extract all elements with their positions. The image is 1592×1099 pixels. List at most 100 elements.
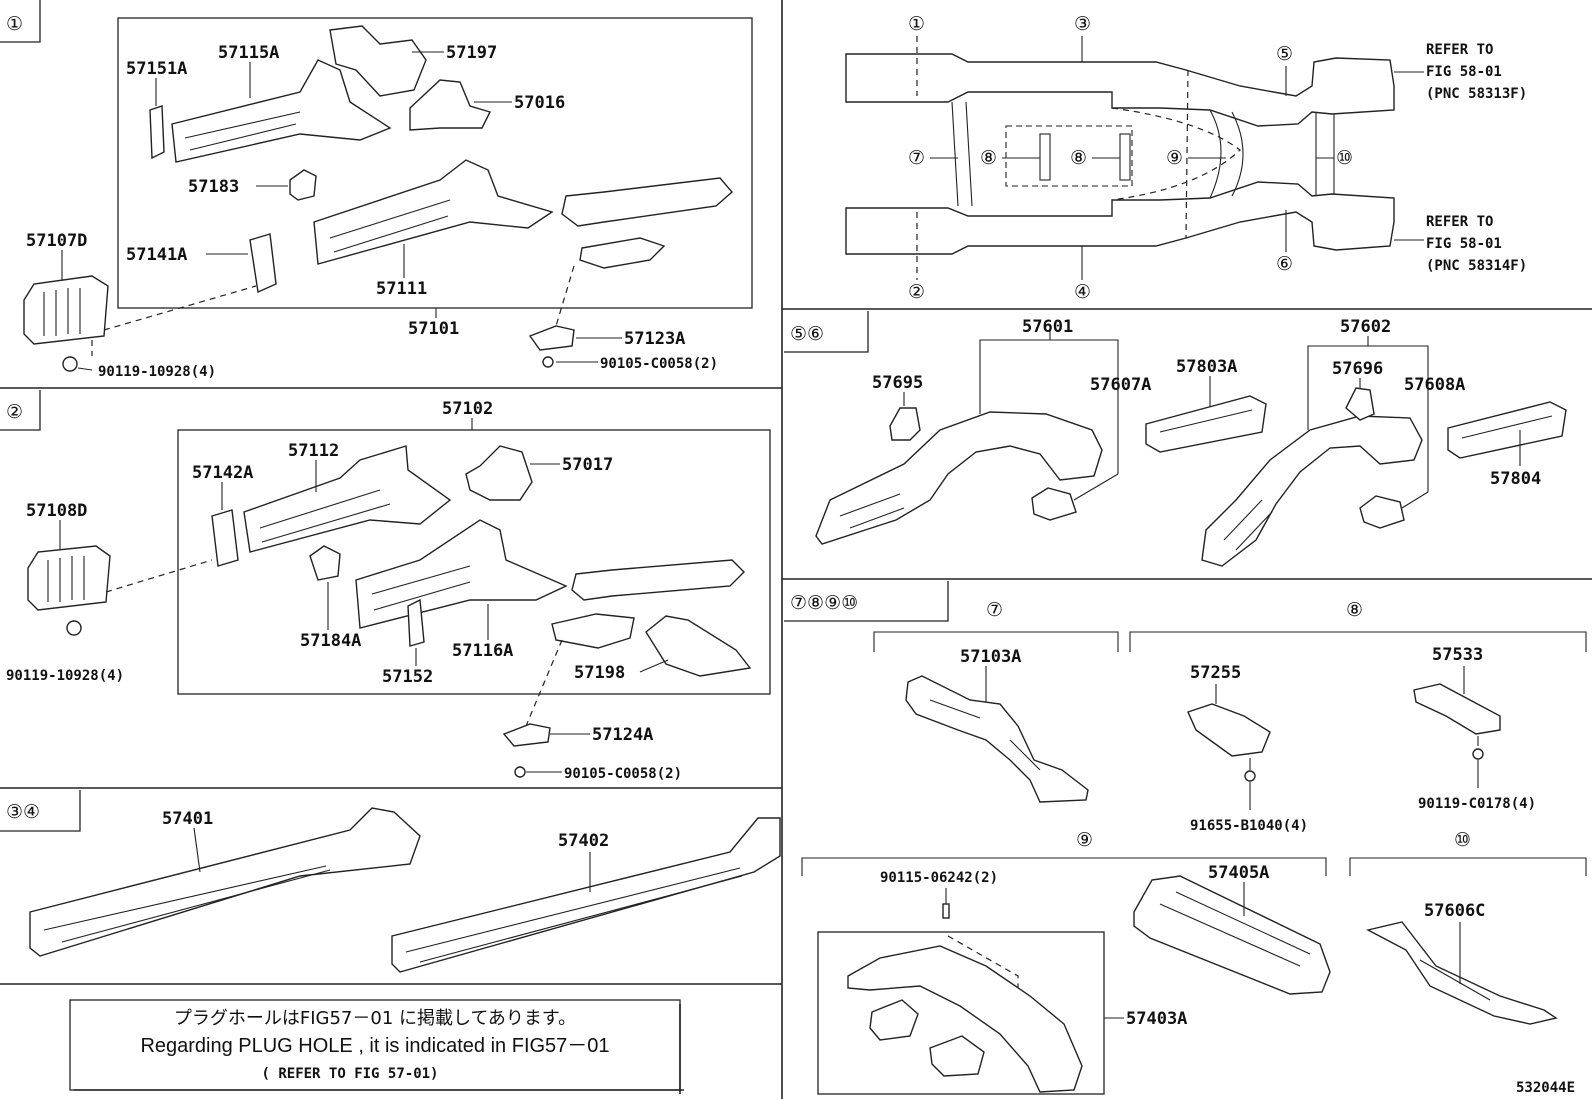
label-57141A: 57141A (126, 245, 187, 265)
svg-text:FIG 58-01: FIG 58-01 (1426, 236, 1502, 252)
group-frame-57403A (817, 931, 1105, 1095)
label-57152: 57152 (382, 667, 433, 687)
section-tag-34: ③④ (0, 790, 81, 832)
label-57111: 57111 (376, 279, 427, 299)
part-57111-shape (313, 159, 554, 265)
part-57112-shape (243, 445, 452, 553)
part-57016-shape (409, 79, 491, 131)
part-57403A-bracket-right (929, 1035, 985, 1077)
svg-text:FIG 58-01: FIG 58-01 (1426, 64, 1502, 80)
label-57151A: 57151A (126, 59, 187, 79)
svg-text:⑤⑥: ⑤⑥ (790, 323, 824, 345)
svg-text:③④: ③④ (6, 801, 40, 823)
part-57804-shape (1447, 401, 1567, 459)
part-57602-shape (1201, 415, 1423, 567)
part-57141A-shape (249, 233, 277, 294)
part-57123A-shape (528, 325, 575, 351)
notice-jp: プラグホールはFIG57－01 に掲載してあります。 (174, 1008, 576, 1029)
label-90105-C0058: 90105-C0058(2) (600, 356, 718, 372)
part-57184A-shape (309, 545, 341, 581)
notice-en: Regarding PLUG HOLE , it is indicated in… (140, 1035, 609, 1057)
label-57107D: 57107D (26, 231, 87, 251)
part-57124A-shape (502, 723, 551, 747)
label-57016: 57016 (514, 93, 565, 113)
svg-text:⑨: ⑨ (1166, 147, 1183, 169)
part-57107D-shape (23, 275, 109, 345)
part-front-plate-shape (579, 237, 666, 269)
svg-text:⑩: ⑩ (1336, 147, 1353, 169)
bolt-90119-icon (62, 356, 78, 372)
svg-text:⑧: ⑧ (1070, 147, 1087, 169)
svg-text:③: ③ (1074, 13, 1091, 35)
part-57606C-shape (1366, 921, 1558, 1025)
label-57255: 57255 (1190, 663, 1241, 683)
section-tag-78910: ⑦⑧⑨⑩ (784, 581, 949, 622)
label-90115-06242: 90115-06242(2) (880, 870, 998, 886)
section-tag-1: ① (0, 0, 41, 43)
svg-text:⑧: ⑧ (980, 147, 997, 169)
label-57017: 57017 (562, 455, 613, 475)
label-57103A: 57103A (960, 647, 1021, 667)
section-tag-2: ② (0, 390, 41, 431)
svg-text:⑥: ⑥ (1276, 253, 1293, 275)
svg-text:②: ② (908, 281, 925, 303)
part-57103A-shape (905, 675, 1089, 803)
part-front-rail-2-shape (571, 559, 745, 601)
bolt-90119-2-icon (66, 620, 82, 636)
bolt-90119-c-icon (1472, 748, 1484, 760)
label-57142A: 57142A (192, 463, 253, 483)
subgroup-tag-9: ⑨ (1076, 829, 1093, 851)
part-57108D-shape (27, 545, 111, 611)
label-90105-C0058-2: 90105-C0058(2) (564, 766, 682, 782)
label-57695: 57695 (872, 373, 923, 393)
group-frame-57102 (177, 429, 771, 695)
bolt-90115-icon (942, 903, 950, 919)
label-90119-C0178: 90119-C0178(4) (1418, 796, 1536, 812)
label-57123A: 57123A (624, 329, 685, 349)
part-57197-shape (329, 25, 427, 97)
label-57198: 57198 (574, 663, 625, 683)
part-57405A-shape (1133, 875, 1331, 995)
label-57115A: 57115A (218, 43, 279, 63)
svg-text:⑦: ⑦ (908, 147, 925, 169)
svg-text:②: ② (6, 401, 23, 423)
subgroup-tag-10: ⑩ (1454, 829, 1471, 851)
svg-text:(PNC 58314F): (PNC 58314F) (1426, 258, 1527, 274)
part-57142A-shape (211, 509, 239, 567)
label-57608A: 57608A (1404, 375, 1465, 395)
part-57803A-shape (1145, 395, 1267, 453)
part-57151A-shape (149, 105, 165, 160)
subgroup-tag-7: ⑦ (986, 599, 1003, 621)
part-57607A-shape (1031, 487, 1077, 521)
refer-note-bottom: REFER TO FIG 58-01 (PNC 58314F) (1394, 214, 1527, 274)
part-57183-shape (289, 169, 317, 201)
part-57601-shape (815, 411, 1103, 545)
label-57607A: 57607A (1090, 375, 1151, 395)
part-57401-shape (29, 807, 421, 957)
label-57184A: 57184A (300, 631, 361, 651)
label-57606C: 57606C (1424, 901, 1485, 921)
label-57804: 57804 (1490, 469, 1541, 489)
label-57405A: 57405A (1208, 863, 1269, 883)
part-57152-shape (407, 598, 425, 647)
label-57402: 57402 (558, 831, 609, 851)
part-57403A-shape (847, 945, 1083, 1093)
label-57116A: 57116A (452, 641, 513, 661)
figure-code: 532044E (1516, 1080, 1575, 1096)
part-57255-shape (1187, 703, 1271, 757)
label-57124A: 57124A (592, 725, 653, 745)
label-90119-10928-2: 90119-10928(4) (6, 668, 124, 684)
part-57402-shape (391, 817, 781, 973)
part-57198-shape (645, 615, 752, 677)
part-57116A-shape (355, 519, 568, 629)
svg-text:④: ④ (1074, 281, 1091, 303)
subgroup-tag-8: ⑧ (1346, 599, 1363, 621)
label-57112: 57112 (288, 441, 339, 461)
group-frame-57101 (117, 17, 753, 309)
overview-callouts: ① ② ③ ④ ⑤ ⑥ ⑦ ⑧ ⑧ ⑨ ⑩ (908, 13, 1353, 303)
label-91655-B1040: 91655-B1040(4) (1190, 818, 1308, 834)
label-90119-10928: 90119-10928(4) (98, 364, 216, 380)
refer-note-top: REFER TO FIG 58-01 (PNC 58313F) (1394, 42, 1527, 102)
label-57108D: 57108D (26, 501, 87, 521)
